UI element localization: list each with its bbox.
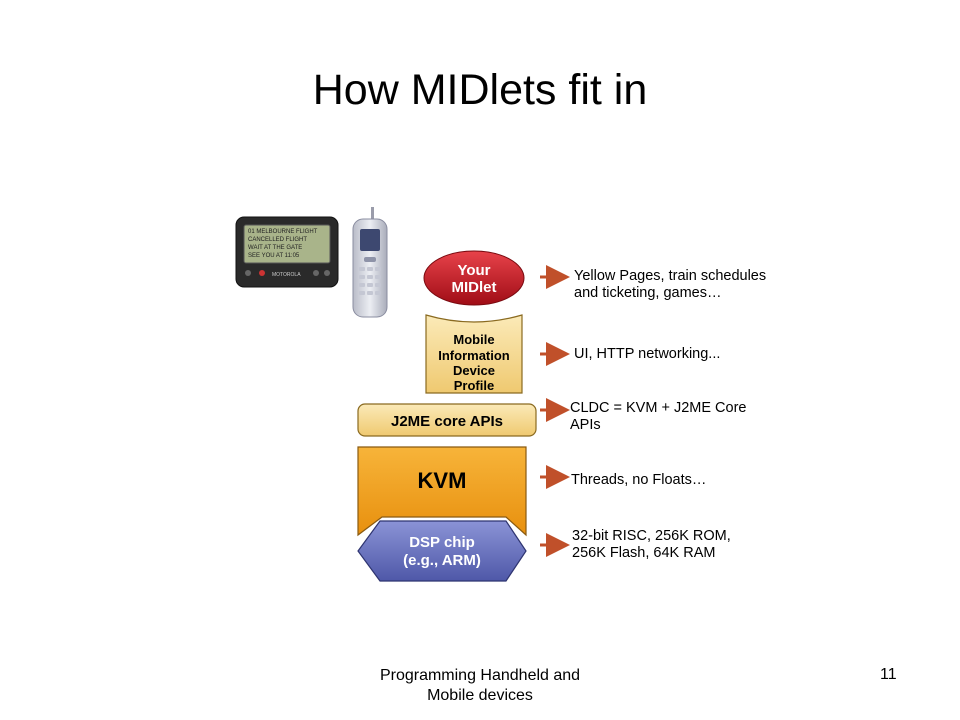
layer-your-midlet: Your MIDlet: [423, 250, 525, 306]
layer-label: Mobile: [453, 332, 494, 347]
description-dsp: 32-bit RISC, 256K ROM, 256K Flash, 64K R…: [572, 528, 731, 561]
layer-label: Profile: [454, 378, 494, 393]
pager-screen-line: SEE YOU AT 11:05: [248, 253, 300, 259]
layer-midp: Mobile Information Device Profile: [425, 314, 523, 394]
pager-icon: 01 MELBOURNE FLIGHT CANCELLED FLIGHT WAI…: [235, 216, 339, 288]
description-text: Threads, no Floats…: [571, 472, 706, 488]
description-text: CLDC = KVM + J2ME Core: [570, 400, 746, 416]
layer-label: Information: [438, 348, 510, 363]
midlet-stack-diagram: 01 MELBOURNE FLIGHT CANCELLED FLIGHT WAI…: [235, 207, 766, 582]
pager-screen-line: WAIT AT THE GATE: [248, 245, 302, 251]
layer-label: KVM: [418, 468, 467, 493]
description-text: Yellow Pages, train schedules: [574, 268, 766, 284]
pager-brand: MOTOROLA: [272, 272, 301, 278]
description-text: UI, HTTP networking...: [574, 346, 720, 362]
pager-screen-line: CANCELLED FLIGHT: [248, 237, 307, 243]
description-midlet: Yellow Pages, train schedules and ticket…: [574, 268, 766, 301]
page-number: 11: [880, 666, 897, 683]
footer-line: Mobile devices: [427, 687, 533, 704]
layer-kvm: KVM: [357, 446, 527, 537]
description-j2me: CLDC = KVM + J2ME Core APIs: [570, 400, 746, 433]
slide-title: How MIDlets fit in: [312, 66, 648, 114]
description-text: and ticketing, games…: [574, 285, 722, 301]
description-text: 256K Flash, 64K RAM: [572, 545, 715, 561]
description-midp: UI, HTTP networking...: [574, 346, 720, 362]
slide-footer: Programming Handheld and Mobile devices: [330, 666, 630, 706]
description-text: APIs: [570, 417, 601, 433]
footer-line: Programming Handheld and: [379, 667, 581, 684]
description-text: 32-bit RISC, 256K ROM,: [572, 528, 731, 544]
layer-label: (e.g., ARM): [403, 552, 481, 569]
layer-dsp-chip: DSP chip (e.g., ARM): [357, 520, 527, 582]
layer-label: Your: [457, 262, 490, 279]
mobile-phone-icon: [352, 207, 388, 318]
description-kvm: Threads, no Floats…: [571, 472, 706, 488]
layer-label: Device: [453, 363, 495, 378]
layer-label: DSP chip: [409, 534, 475, 551]
layer-label: J2ME core APIs: [391, 413, 503, 430]
layer-label: MIDlet: [452, 279, 497, 296]
layer-j2me-core-apis: J2ME core APIs: [357, 403, 537, 437]
pager-screen-line: 01 MELBOURNE FLIGHT: [248, 229, 318, 235]
